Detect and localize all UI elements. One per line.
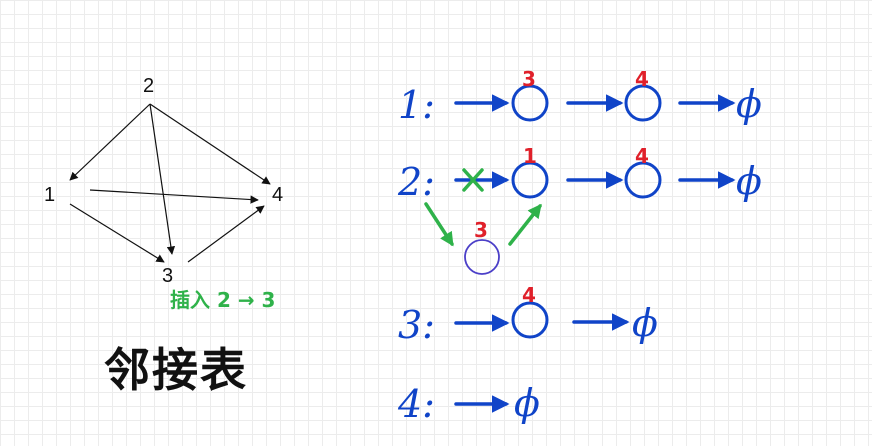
null-symbol: ϕ	[514, 381, 540, 425]
insert-arrow-up	[508, 203, 542, 246]
edge-1-3	[69, 203, 165, 263]
row-3: 3: 4 ϕ	[398, 283, 658, 347]
graph: 2 1 4 3	[44, 75, 283, 287]
row-label-1: 1:	[398, 83, 435, 127]
insert-arrow-down	[424, 202, 454, 247]
graph-node-4: 4	[272, 184, 283, 206]
list-node	[624, 161, 662, 199]
null-symbol: ϕ	[736, 159, 762, 203]
row-label-2: 2:	[397, 160, 435, 204]
row-2: 2: 1 4 ϕ 3	[397, 144, 762, 275]
graph-node-3: 3	[162, 265, 173, 287]
edge-2-1	[69, 103, 151, 181]
page-title: 邻接表	[104, 343, 248, 397]
null-symbol: ϕ	[632, 301, 658, 345]
graph-node-1: 1	[44, 184, 55, 206]
inserted-node-label: 3	[474, 218, 488, 242]
edge-2-4	[149, 103, 271, 185]
edge-2-3	[149, 103, 176, 255]
row-label-4: 4:	[397, 382, 435, 426]
edge-1-4	[89, 189, 259, 204]
inserted-node	[464, 239, 500, 275]
row-label-3: 3:	[398, 303, 435, 347]
node-value-label: 3	[522, 67, 536, 91]
graph-node-2: 2	[143, 75, 154, 97]
node-value-label: 4	[635, 144, 649, 168]
node-value-label: 1	[523, 144, 537, 168]
list-node	[511, 161, 549, 199]
list-node	[511, 301, 549, 339]
list-node	[511, 84, 549, 122]
null-symbol: ϕ	[736, 82, 762, 126]
list-node	[624, 84, 662, 122]
cross-mark-icon	[462, 168, 484, 192]
row-1: 1: 3 4 ϕ	[398, 67, 762, 127]
row-4: 4: ϕ	[397, 381, 540, 426]
edge-3-4	[187, 205, 265, 263]
node-value-label: 4	[522, 283, 536, 307]
adjacency-list: 1: 3 4 ϕ 2: 1 4 ϕ	[397, 67, 762, 426]
node-value-label: 4	[635, 67, 649, 91]
insert-annotation: 插入 2 → 3	[170, 288, 276, 312]
